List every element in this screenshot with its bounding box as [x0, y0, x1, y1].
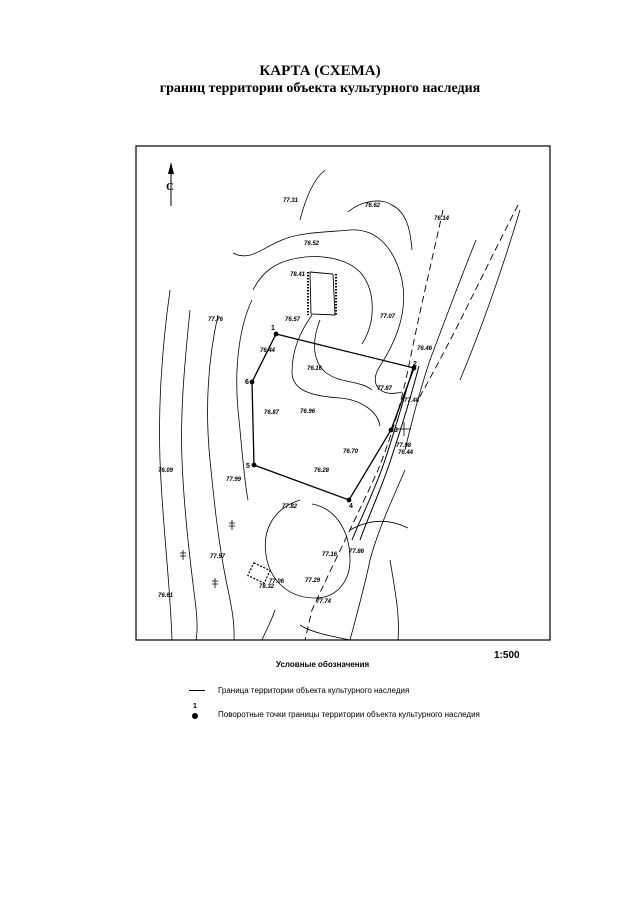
elevation-marks: 77.31 76.62 76.14 76.52 78.41 77.76 76.5… — [158, 198, 450, 605]
elevation-mark: 76.62 — [365, 203, 381, 209]
elevation-mark: 77.76 — [208, 317, 224, 323]
map-frame — [135, 145, 551, 641]
elevation-mark: 76.14 — [434, 216, 450, 222]
elevation-mark: 78.41 — [290, 272, 306, 278]
north-arrow-icon — [168, 162, 174, 206]
elevation-mark: 77.07 — [380, 314, 396, 320]
elevation-mark: 77.29 — [305, 578, 321, 584]
elevation-mark: 76.57 — [285, 317, 301, 323]
north-label: С — [166, 181, 174, 193]
elevation-mark: 77.87 — [377, 386, 393, 392]
elevation-mark: 77.82 — [282, 504, 298, 510]
elevation-mark: 76.16 — [307, 366, 323, 372]
survey-cross-icon — [397, 422, 411, 436]
legend-label: Поворотные точки границы территории объе… — [218, 709, 480, 719]
map-scale: 1:500 — [494, 650, 520, 661]
elevation-mark: 78.32 — [259, 584, 275, 590]
elevation-mark: 76.44 — [398, 450, 414, 456]
elevation-mark: 77.86 — [349, 549, 365, 555]
building-outline — [307, 271, 337, 316]
turning-point-icon: 1 — [186, 703, 208, 721]
elevation-mark: 76.09 — [158, 468, 174, 474]
point-label: 5 — [246, 463, 250, 470]
boundary-point-1[interactable] — [273, 331, 279, 337]
legend-item-boundary: Граница территории объекта культурного н… — [186, 683, 409, 697]
elevation-mark: 76.28 — [314, 468, 330, 474]
road-dashed-lines — [304, 204, 519, 641]
legend-point-number: 1 — [193, 703, 197, 710]
elevation-mark: 77.74 — [316, 599, 332, 605]
elevation-mark: 76.52 — [304, 241, 320, 247]
elevation-mark: 77.57 — [210, 554, 226, 560]
boundary-points — [249, 331, 417, 503]
point-label: 3 — [394, 427, 398, 434]
point-label: 2 — [413, 361, 417, 368]
elevation-mark: 76.44 — [260, 348, 276, 354]
road-edge-lines — [351, 363, 420, 541]
elevation-mark: 77.16 — [322, 552, 338, 558]
legend-item-turning-point: 1 Поворотные точки границы территории об… — [186, 703, 480, 721]
elevation-mark: 76.87 — [264, 410, 280, 416]
elevation-mark: 77.99 — [226, 477, 242, 483]
map-subtitle: границ территории объекта культурного на… — [159, 81, 481, 96]
elevation-mark: 77.48 — [404, 398, 420, 404]
contour-lines — [159, 169, 521, 641]
point-label: 1 — [271, 325, 275, 332]
boundary-point-3[interactable] — [388, 427, 394, 433]
boundary-line-icon — [186, 683, 208, 697]
legend-label: Граница территории объекта культурного н… — [218, 685, 410, 695]
map-title: КАРТА (СХЕМА) — [259, 63, 381, 79]
point-label: 4 — [349, 503, 353, 510]
point-label: 6 — [245, 379, 249, 386]
boundary-point-5[interactable] — [251, 462, 257, 468]
boundary-point-4[interactable] — [346, 497, 352, 503]
elevation-mark: 76.70 — [343, 449, 359, 455]
boundary-point-labels: 1 2 3 4 5 6 — [245, 325, 417, 510]
heritage-boundary — [251, 333, 415, 501]
elevation-mark: 76.46 — [417, 346, 433, 352]
small-structure — [247, 562, 271, 584]
elevation-mark: 76.61 — [158, 593, 174, 599]
elevation-mark: 77.31 — [283, 198, 299, 204]
boundary-point-2[interactable] — [411, 365, 417, 371]
boundary-point-6[interactable] — [249, 379, 255, 385]
elevation-mark: 77.98 — [396, 443, 412, 449]
tree-icon — [180, 520, 235, 588]
legend-title: Условные обозначения — [276, 660, 370, 669]
elevation-mark: 77.06 — [269, 579, 285, 585]
elevation-mark: 76.96 — [300, 409, 316, 415]
